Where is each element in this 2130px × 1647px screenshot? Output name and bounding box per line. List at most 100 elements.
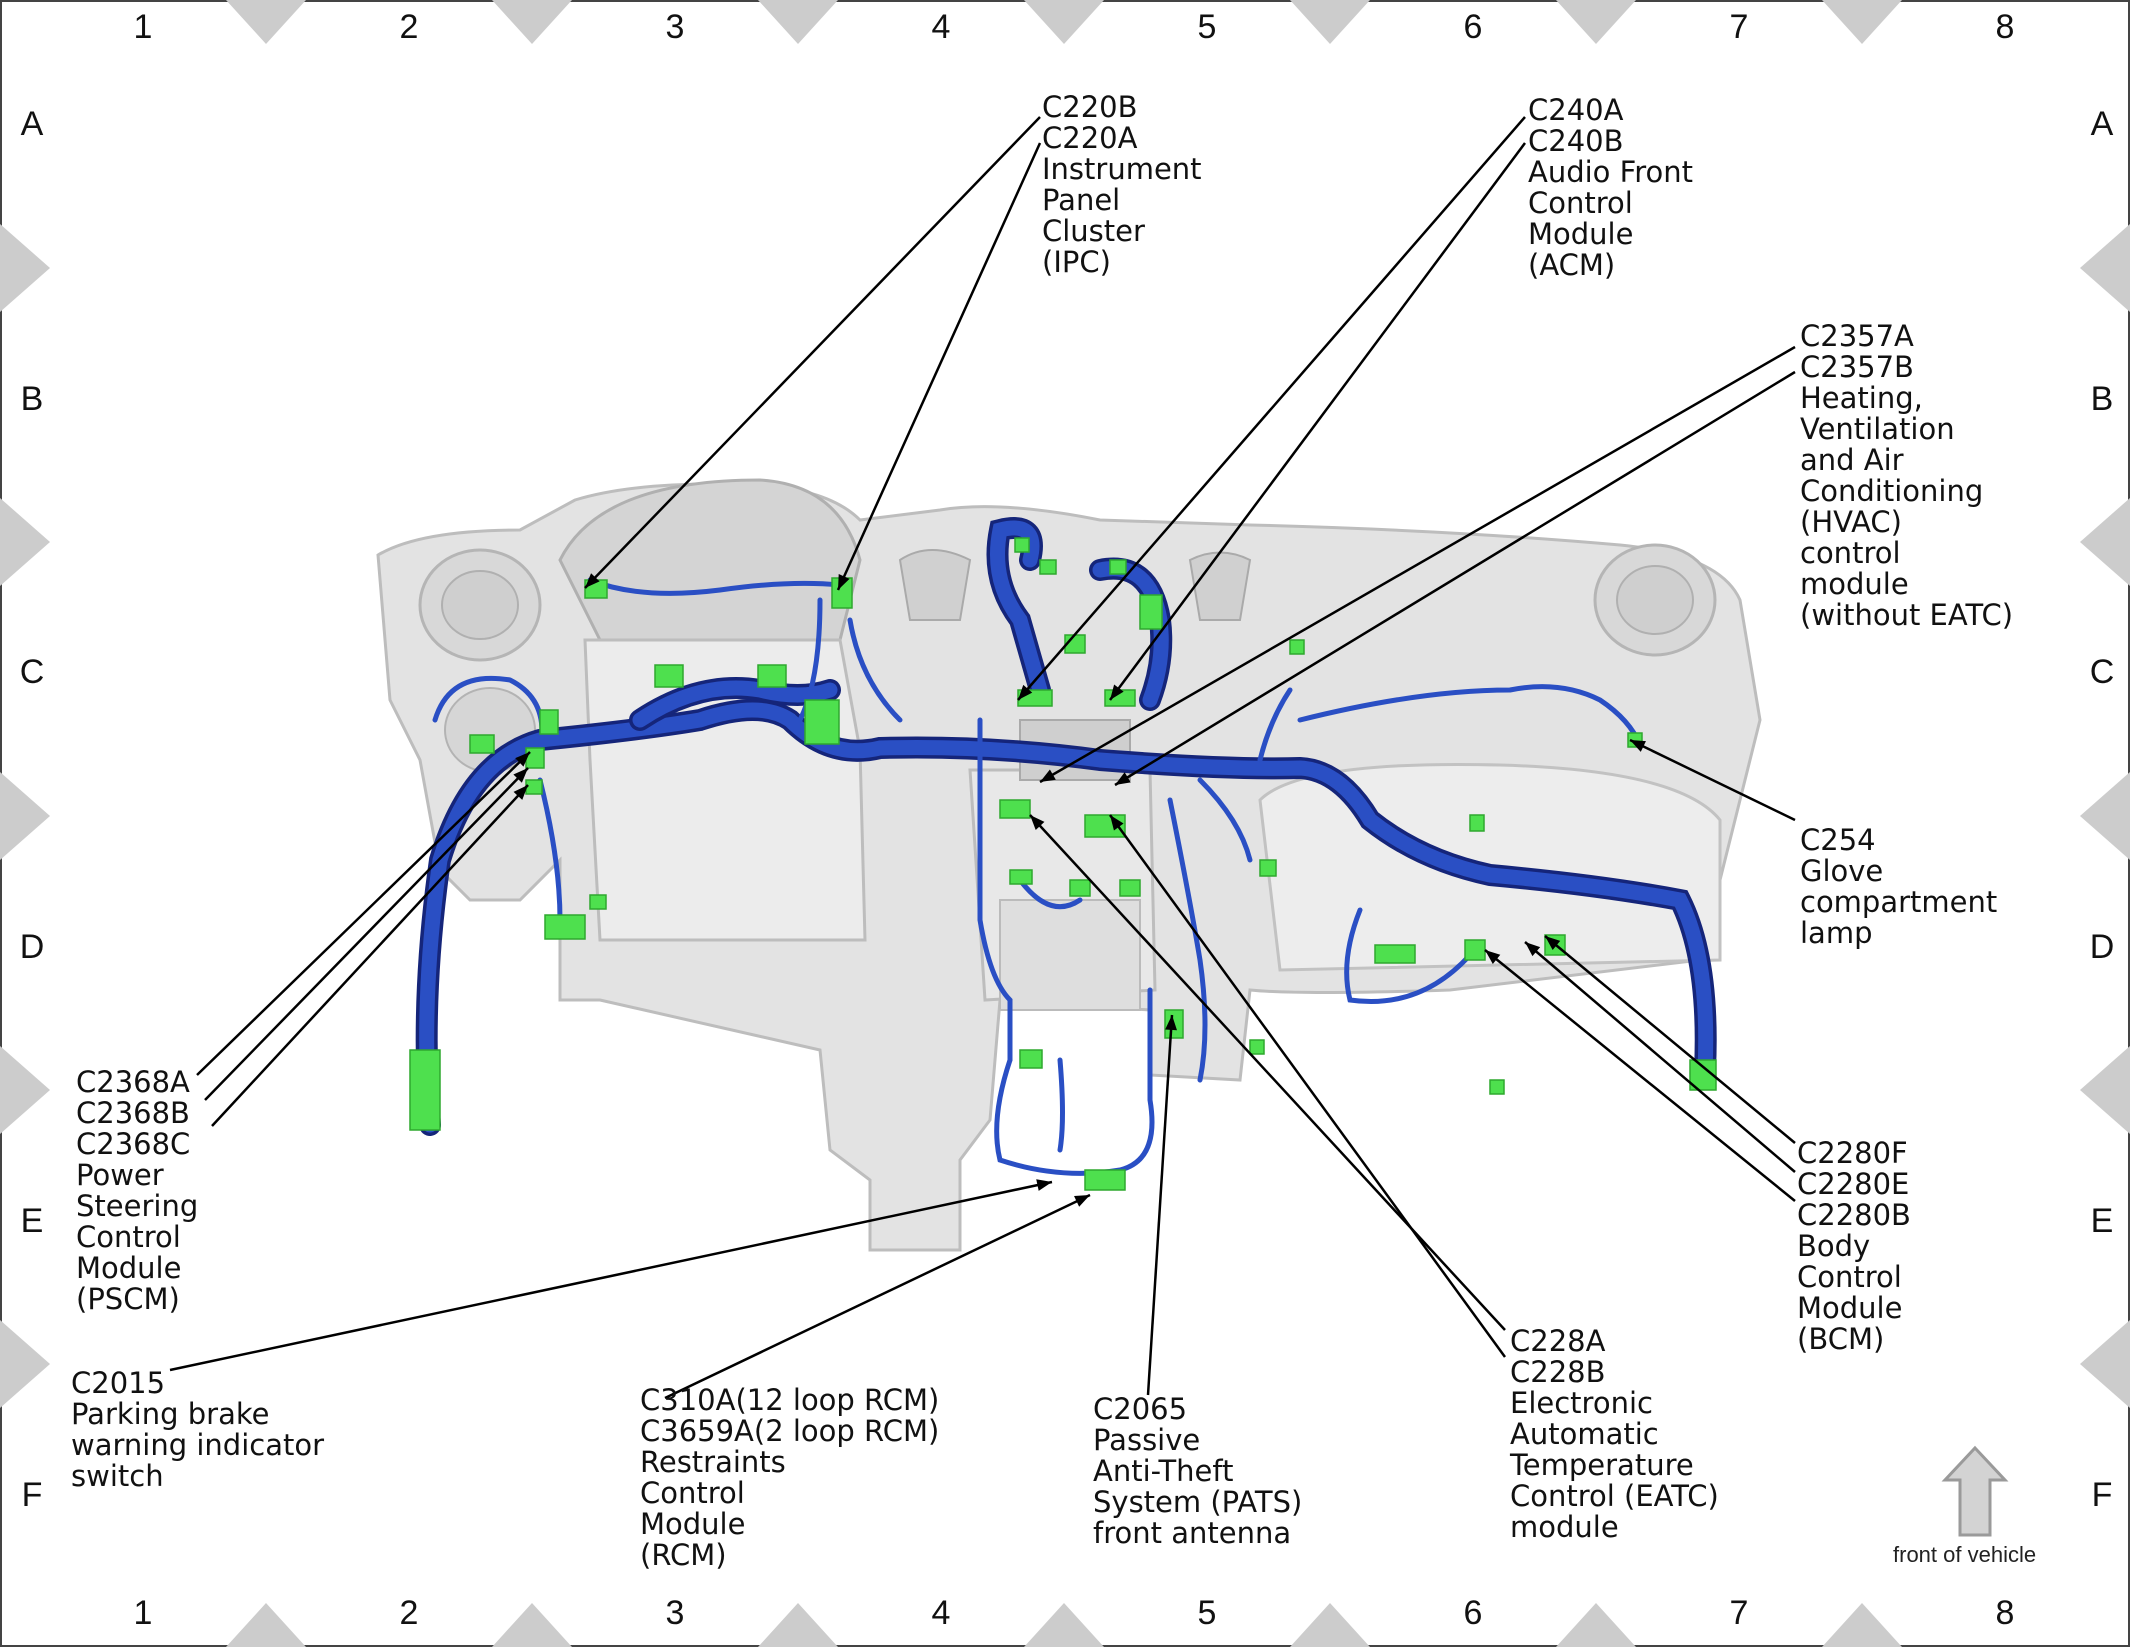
callout-ipc-line: Instrument	[1042, 152, 1202, 186]
grid-marker	[0, 1320, 50, 1408]
callout-pscm: C2368A C2368B C2368C Power Steering Cont…	[76, 1067, 198, 1315]
leader-line	[1629, 738, 1796, 822]
connector	[544, 914, 586, 940]
callout-eatc-line: module	[1510, 1510, 1619, 1544]
callout-hvac-line: and Air	[1800, 443, 1904, 477]
callout-hvac-line: Ventilation	[1800, 412, 1955, 446]
callout-rcm-note-1: (12 loop RCM)	[735, 1383, 940, 1417]
callout-ipc-line: C220B	[1042, 90, 1138, 124]
grid-row-left-B: B	[20, 380, 44, 418]
callout-glove-line: C254	[1800, 823, 1876, 857]
callout-pscm-line: (PSCM)	[76, 1282, 180, 1316]
callout-acm-line: Control	[1528, 186, 1633, 220]
grid-marker	[0, 772, 50, 860]
grid-marker	[758, 0, 838, 44]
connector	[1259, 859, 1277, 877]
callout-ipc-line: C220A	[1042, 121, 1138, 155]
callout-rcm-line1: C310A(12 loop RCM)	[640, 1385, 939, 1416]
callout-hvac-line: Heating,	[1800, 381, 1923, 415]
callout-pats-line: C2065	[1093, 1392, 1188, 1426]
grid-marker	[1556, 1603, 1636, 1647]
leader-line	[1017, 116, 1526, 701]
grid-marker	[226, 0, 306, 44]
callout-pscm-line: Steering	[76, 1189, 199, 1223]
leader-line	[211, 784, 529, 1127]
connector	[1069, 879, 1091, 897]
leader-arrowhead	[1110, 815, 1124, 831]
leader-arrowhead	[515, 752, 530, 767]
connector	[1469, 814, 1485, 832]
callout-glove-line: Glove	[1800, 854, 1884, 888]
harness-branch	[1167, 797, 1208, 1083]
connector	[525, 779, 543, 795]
leader-line	[169, 1180, 1053, 1372]
leader-arrowhead	[1630, 740, 1646, 752]
connector	[1039, 559, 1057, 575]
harness-branch	[587, 577, 843, 596]
callout-rcm: C310A(12 loop RCM) C3659A(2 loop RCM) Re…	[640, 1385, 939, 1571]
connector	[1489, 1079, 1505, 1095]
grid-marker	[1024, 1603, 1104, 1647]
connector	[1119, 879, 1141, 897]
front-arrow-icon	[1941, 1445, 2009, 1537]
callout-eatc-line: Temperature	[1510, 1448, 1694, 1482]
connector	[539, 709, 559, 735]
grid-marker	[0, 1046, 50, 1134]
connector	[1014, 537, 1030, 553]
callout-rcm-line: Restraints	[640, 1445, 786, 1479]
grid-marker	[758, 1603, 838, 1647]
leader-arrowhead	[1018, 684, 1033, 700]
callout-bcm-line: C2280F	[1797, 1136, 1908, 1170]
callout-glove-line: lamp	[1800, 916, 1873, 950]
leader-arrowhead	[838, 574, 850, 590]
grid-row-left-F: F	[21, 1476, 43, 1514]
leader-arrowhead	[513, 768, 528, 783]
grid-marker	[1556, 0, 1636, 44]
callout-hvac-line: C2357B	[1800, 350, 1914, 384]
leader-line	[836, 142, 1042, 591]
callout-pscm-line: C2368B	[76, 1096, 190, 1130]
grid-marker	[2080, 224, 2130, 312]
grid-col-top-1: 1	[133, 8, 153, 46]
callout-rcm-connector-2: C3659A	[640, 1414, 754, 1448]
callout-rcm-note-2: (2 loop RCM)	[753, 1414, 940, 1448]
grid-col-bottom-8: 8	[1995, 1594, 2015, 1632]
callout-rcm-line: Control	[640, 1476, 745, 1510]
callout-bcm-line: Control	[1797, 1260, 1902, 1294]
leader-arrowhead	[1525, 942, 1541, 957]
callout-eatc-line: Electronic	[1510, 1386, 1653, 1420]
grid-marker	[1024, 0, 1104, 44]
callout-pats-line: Anti-Theft	[1093, 1454, 1234, 1488]
leader-arrowhead	[1115, 772, 1131, 785]
connector	[999, 799, 1031, 819]
grid-row-right-B: B	[2090, 380, 2114, 418]
connector	[654, 664, 684, 688]
grid-row-right-D: D	[2089, 928, 2115, 966]
leader-arrowhead	[1074, 1195, 1090, 1207]
harness-branch	[977, 717, 1013, 1063]
callout-pats: C2065 Passive Anti-Theft System (PATS) f…	[1093, 1394, 1302, 1549]
connector	[757, 664, 787, 688]
connector	[409, 1049, 441, 1131]
grid-marker	[226, 1603, 306, 1647]
callout-bcm-line: Body	[1797, 1229, 1871, 1263]
grid-col-bottom-3: 3	[665, 1594, 685, 1632]
callout-acm-line: C240B	[1528, 124, 1624, 158]
callout-parking-line: Parking brake	[71, 1397, 270, 1431]
harness-branch	[1197, 777, 1253, 863]
connector	[1019, 1049, 1043, 1069]
leader-line	[1108, 142, 1527, 701]
harness-branch	[1297, 684, 1643, 748]
grid-marker	[492, 1603, 572, 1647]
leader-lines	[169, 116, 1796, 1400]
grid-col-top-4: 4	[931, 8, 951, 46]
leader-line	[1029, 814, 1506, 1331]
callout-glove: C254 Glove compartment lamp	[1800, 825, 1997, 949]
callout-hvac-line: (HVAC)	[1800, 505, 1902, 539]
callout-pscm-line: Power	[76, 1158, 164, 1192]
callout-rcm-line2: C3659A(2 loop RCM)	[640, 1416, 939, 1447]
callout-acm-line: Audio Front	[1528, 155, 1693, 189]
connector	[589, 894, 607, 910]
grid-marker	[492, 0, 572, 44]
